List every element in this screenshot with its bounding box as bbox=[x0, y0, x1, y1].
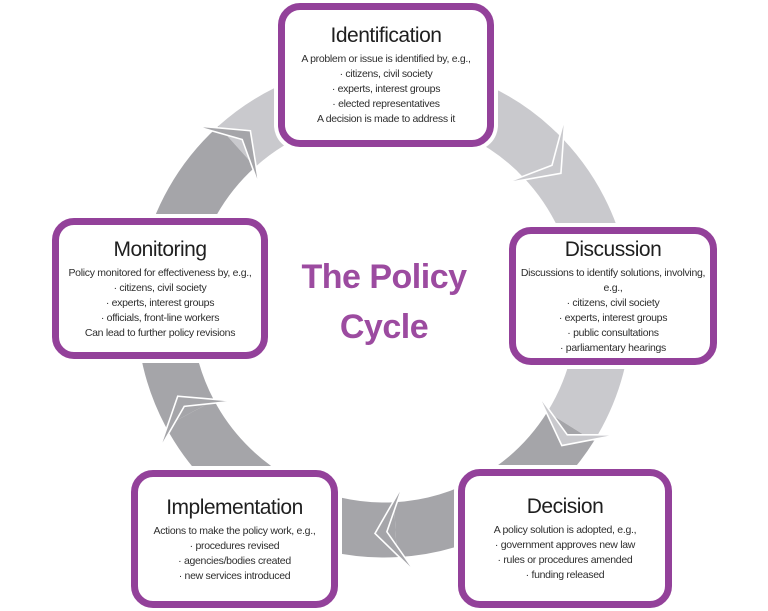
arrowhead-monitoring-identification bbox=[193, 124, 261, 188]
arrowhead-identification-discussion bbox=[504, 116, 566, 185]
diagram-title-line1: The Policy bbox=[301, 258, 467, 296]
node-intro: Discussions to identify solutions, invol… bbox=[520, 266, 706, 294]
node-title: Implementation bbox=[166, 495, 303, 519]
node-bullet: · funding released bbox=[525, 569, 605, 581]
node-intro: Policy monitored for effectiveness by, e… bbox=[68, 266, 252, 279]
node-implementation: Implementation Actions to make the polic… bbox=[131, 470, 338, 608]
node-identification: Identification A problem or issue is ide… bbox=[278, 3, 494, 147]
node-bullet: · new services introduced bbox=[178, 569, 291, 582]
node-bullet: · parliamentary hearings bbox=[559, 341, 667, 354]
node-title: Decision bbox=[526, 495, 604, 518]
node-decision: Decision A policy solution is adopted, e… bbox=[458, 469, 672, 608]
arrowhead-decision-implementation bbox=[373, 483, 417, 574]
diagram-title-line2: Cycle bbox=[339, 308, 429, 346]
node-bullet: · experts, interest groups bbox=[105, 296, 215, 309]
node-intro: Actions to make the policy work, e.g., bbox=[153, 524, 316, 537]
arrowhead-implementation-monitoring bbox=[158, 395, 235, 451]
node-discussion: Discussion Discussions to identify solut… bbox=[509, 227, 717, 365]
node-bullet: · public consultations bbox=[567, 326, 659, 339]
diagram-title: The Policy Cycle bbox=[254, 252, 514, 356]
node-bullet: · agencies/bodies created bbox=[178, 554, 291, 567]
node-outro: A decision is made to address it bbox=[316, 113, 456, 125]
node-outro: Can lead to further policy revisions bbox=[84, 326, 236, 339]
node-bullet: · experts, interest groups bbox=[331, 83, 441, 95]
node-intro: A problem or issue is identified by, e.g… bbox=[301, 53, 471, 65]
node-bullet: · procedures revised bbox=[189, 539, 280, 552]
node-bullet: · experts, interest groups bbox=[558, 311, 668, 324]
node-monitoring: Monitoring Policy monitored for effectiv… bbox=[52, 218, 268, 359]
node-bullet: · officials, front-line workers bbox=[100, 311, 220, 324]
node-title: Discussion bbox=[564, 237, 662, 261]
node-bullet: · citizens, civil society bbox=[113, 281, 207, 294]
node-intro: A policy solution is adopted, e.g., bbox=[493, 524, 637, 536]
node-bullet: · rules or procedures amended bbox=[497, 554, 633, 566]
node-bullet: · citizens, civil society bbox=[566, 296, 660, 309]
node-bullet: · government approves new law bbox=[494, 539, 636, 551]
node-bullet: · elected representatives bbox=[332, 98, 440, 110]
node-title: Identification bbox=[330, 24, 442, 47]
node-bullet: · citizens, civil society bbox=[339, 68, 433, 80]
node-title: Monitoring bbox=[113, 237, 207, 261]
arrowhead-discussion-decision bbox=[536, 393, 618, 447]
